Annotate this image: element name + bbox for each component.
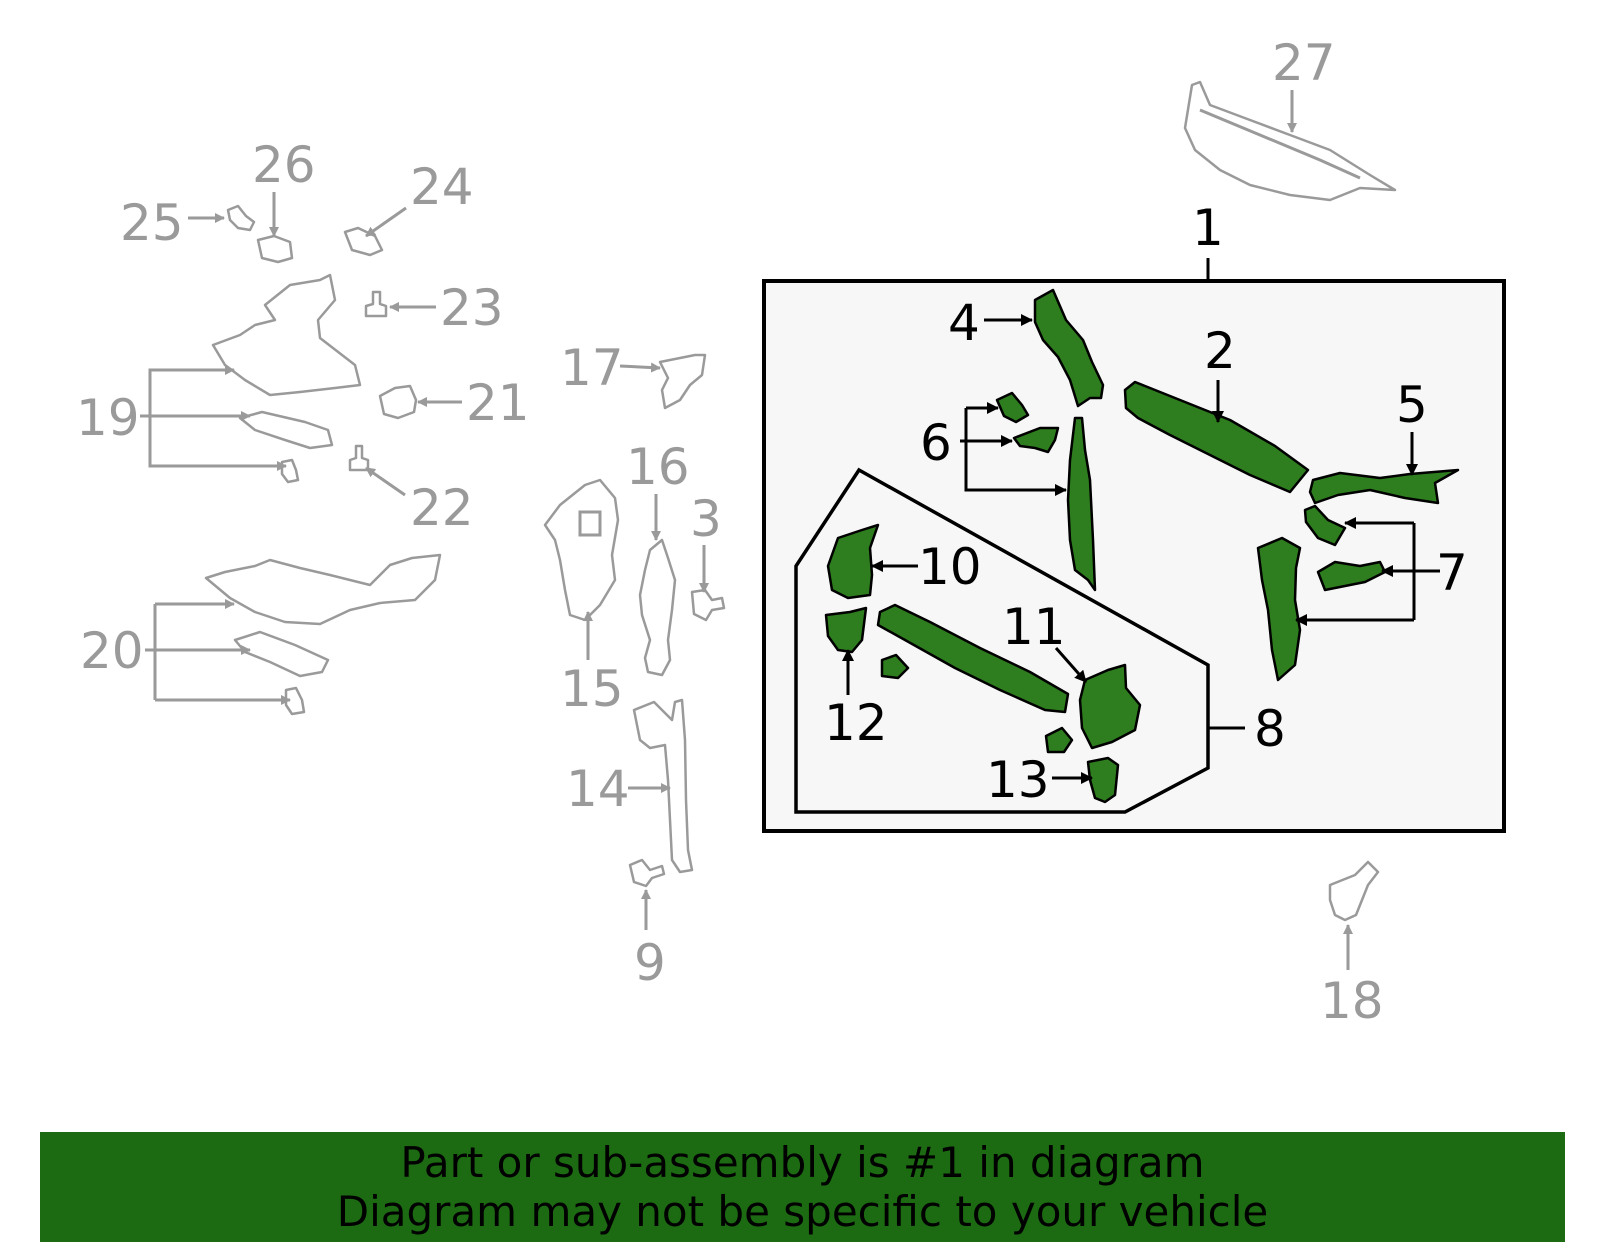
label-25: 25 <box>120 194 184 252</box>
banner-line-1: Part or sub-assembly is #1 in diagram <box>400 1138 1205 1187</box>
part-21-shape <box>378 384 418 420</box>
part-17-shape <box>658 353 707 410</box>
label-10: 10 <box>918 538 982 596</box>
part-19-cover-shape <box>211 273 362 397</box>
label-2: 2 <box>1204 322 1236 380</box>
part-9-shape <box>628 858 666 888</box>
part-6c-shape <box>1066 416 1097 592</box>
part-20-cover-shape <box>204 553 442 626</box>
part-7a-shape <box>1303 504 1347 547</box>
grey-leaders <box>140 90 1353 970</box>
part-23-shape <box>364 290 388 318</box>
part-11b-shape <box>1044 726 1074 754</box>
part-8-beam-shape <box>876 603 1070 714</box>
part-20-clip-shape <box>284 686 306 716</box>
part-27-shape <box>1183 80 1397 202</box>
label-15: 15 <box>560 660 624 718</box>
label-17: 17 <box>560 339 624 397</box>
banner-line-2: Diagram may not be specific to your vehi… <box>336 1187 1269 1236</box>
label-14: 14 <box>566 760 630 818</box>
green-parts <box>824 288 1460 804</box>
label-5: 5 <box>1396 376 1428 434</box>
label-3: 3 <box>690 490 722 548</box>
part-20-plate-shape <box>233 630 330 678</box>
label-27: 27 <box>1272 34 1336 92</box>
part-27-detail <box>1199 108 1361 180</box>
part-26-shape <box>256 234 294 264</box>
label-19: 19 <box>76 389 140 447</box>
info-banner: Part or sub-assembly is #1 in diagram Di… <box>40 1132 1565 1242</box>
label-12: 12 <box>824 694 888 752</box>
part-6b-shape <box>1012 426 1060 454</box>
label-18: 18 <box>1320 972 1384 1030</box>
part-19-plate-shape <box>238 410 334 450</box>
labels: 27 26 25 24 23 21 22 19 20 17 16 3 15 14… <box>76 34 1468 1030</box>
subassembly-8-outline <box>794 467 1210 814</box>
label-11: 11 <box>1002 598 1066 656</box>
part-12-shape <box>824 606 868 654</box>
label-1: 1 <box>1192 199 1224 257</box>
part-25-shape <box>226 204 256 232</box>
part-15-shape <box>543 478 620 622</box>
part-6a-shape <box>995 391 1030 424</box>
part-16-shape <box>638 538 677 677</box>
part-3-shape <box>690 588 726 622</box>
part-24-shape <box>343 226 384 257</box>
assembly-1-box <box>762 279 1506 833</box>
part-8-bracket-shape <box>880 653 910 680</box>
part-14-shape <box>632 698 694 874</box>
part-10-shape <box>826 523 880 600</box>
part-19-clip-shape <box>280 458 300 484</box>
black-leaders <box>842 314 1440 784</box>
label-24: 24 <box>410 158 474 216</box>
label-8: 8 <box>1254 700 1286 758</box>
label-13: 13 <box>986 751 1050 809</box>
part-5-shape <box>1308 468 1460 505</box>
label-26: 26 <box>252 136 316 194</box>
part-22-shape <box>348 444 370 472</box>
label-16: 16 <box>626 438 690 496</box>
label-22: 22 <box>410 479 474 537</box>
label-4: 4 <box>948 294 980 352</box>
part-18-shape <box>1328 860 1380 922</box>
label-6: 6 <box>920 414 952 472</box>
part-15-window <box>578 510 602 537</box>
label-21: 21 <box>466 374 530 432</box>
label-9: 9 <box>634 934 666 992</box>
part-4-shape <box>1033 288 1105 408</box>
label-23: 23 <box>440 279 504 337</box>
label-7: 7 <box>1436 544 1468 602</box>
part-2-shape <box>1123 380 1310 494</box>
grey-parts <box>204 80 1397 922</box>
part-7c-shape <box>1256 536 1302 682</box>
label-20: 20 <box>80 622 144 680</box>
part-11-shape <box>1078 663 1142 750</box>
